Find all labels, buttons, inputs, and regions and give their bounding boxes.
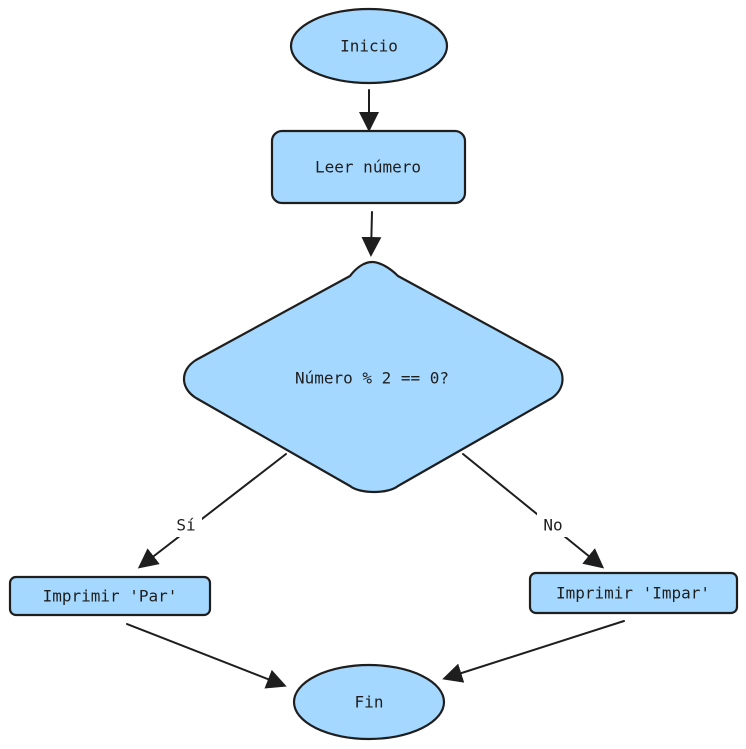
decision-diamond: [182, 260, 564, 494]
node-print-even[interactable]: Imprimir 'Par': [8, 575, 212, 617]
start-ellipse: [289, 7, 449, 85]
end-ellipse: [292, 663, 446, 741]
print-odd-label: Imprimir 'Impar': [556, 584, 710, 603]
edge-yes-label: Sí: [176, 516, 195, 535]
edge-read-to-decision: [361, 211, 382, 257]
read-rect: [270, 129, 467, 205]
node-decision[interactable]: Número % 2 == 0?: [182, 260, 564, 494]
node-end[interactable]: Fin: [292, 663, 446, 741]
node-start[interactable]: Inicio: [289, 7, 449, 85]
print-odd-rect: [528, 571, 739, 615]
edge-even-to-end: [126, 623, 287, 689]
end-label: Fin: [355, 693, 384, 712]
node-read[interactable]: Leer número: [270, 129, 467, 205]
print-even-label: Imprimir 'Par': [43, 587, 178, 606]
edge-yes-label-bg: [172, 513, 202, 537]
edge-decision-to-odd: [462, 453, 605, 569]
edge-no-label-bg: [537, 513, 569, 537]
edge-odd-to-end: [442, 620, 625, 683]
edge-no-label: No: [543, 516, 562, 535]
start-label: Inicio: [340, 37, 398, 56]
decision-label: Número % 2 == 0?: [295, 369, 449, 388]
read-label: Leer número: [315, 158, 421, 177]
edge-decision-to-even: [137, 453, 287, 569]
print-even-rect: [8, 575, 212, 617]
node-print-odd[interactable]: Imprimir 'Impar': [528, 571, 739, 615]
